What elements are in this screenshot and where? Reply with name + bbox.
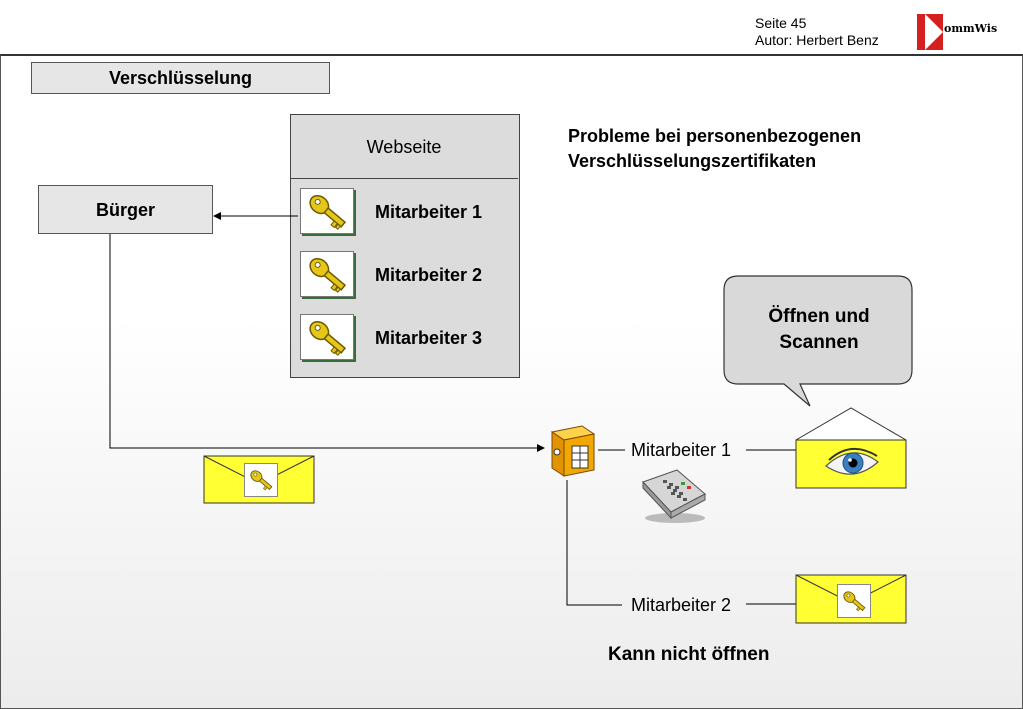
author-label: Autor: Herbert Benz bbox=[755, 32, 879, 48]
recipient-employee-2: Mitarbeiter 2 bbox=[631, 595, 732, 615]
website-employee-2: Mitarbeiter 2 bbox=[375, 265, 483, 285]
key-icon bbox=[837, 584, 871, 618]
arrow-to-mailbox bbox=[109, 234, 545, 452]
page-number: Seite 45 bbox=[755, 15, 807, 31]
key-icon bbox=[244, 463, 278, 497]
problem-heading-line-2: Verschlüsselungszertifikaten bbox=[568, 151, 817, 171]
key-icon bbox=[300, 251, 354, 297]
key-icon bbox=[300, 188, 354, 234]
speech-bubble-line-2: Scannen bbox=[779, 332, 859, 353]
slide-title: Verschlüsselung bbox=[31, 62, 330, 94]
eye-icon bbox=[823, 442, 881, 484]
website-title: Webseite bbox=[290, 114, 518, 179]
logo-k-notch bbox=[925, 14, 943, 50]
speech-bubble-text: Öffnen und Scannen bbox=[726, 304, 912, 356]
cannot-open-label: Kann nicht öffnen bbox=[608, 644, 770, 665]
website-employee-1: Mitarbeiter 1 bbox=[375, 202, 483, 222]
website-employee-3: Mitarbeiter 3 bbox=[375, 328, 483, 348]
speech-bubble bbox=[723, 275, 913, 407]
logo-text: ommWis bbox=[944, 22, 998, 35]
problem-heading-line-1: Probleme bei personenbezogenen bbox=[568, 126, 862, 146]
mailbox-icon bbox=[548, 422, 598, 478]
problem-heading: Probleme bei personenbezogenen Verschlüs… bbox=[568, 124, 861, 174]
citizen-box: Bürger bbox=[38, 185, 213, 234]
recipient-employee-1: Mitarbeiter 1 bbox=[631, 440, 732, 460]
line-to-employee-2 bbox=[566, 480, 622, 606]
key-icon bbox=[300, 314, 354, 360]
speech-bubble-line-1: Öffnen und bbox=[768, 306, 870, 327]
phone-icon bbox=[637, 468, 709, 524]
